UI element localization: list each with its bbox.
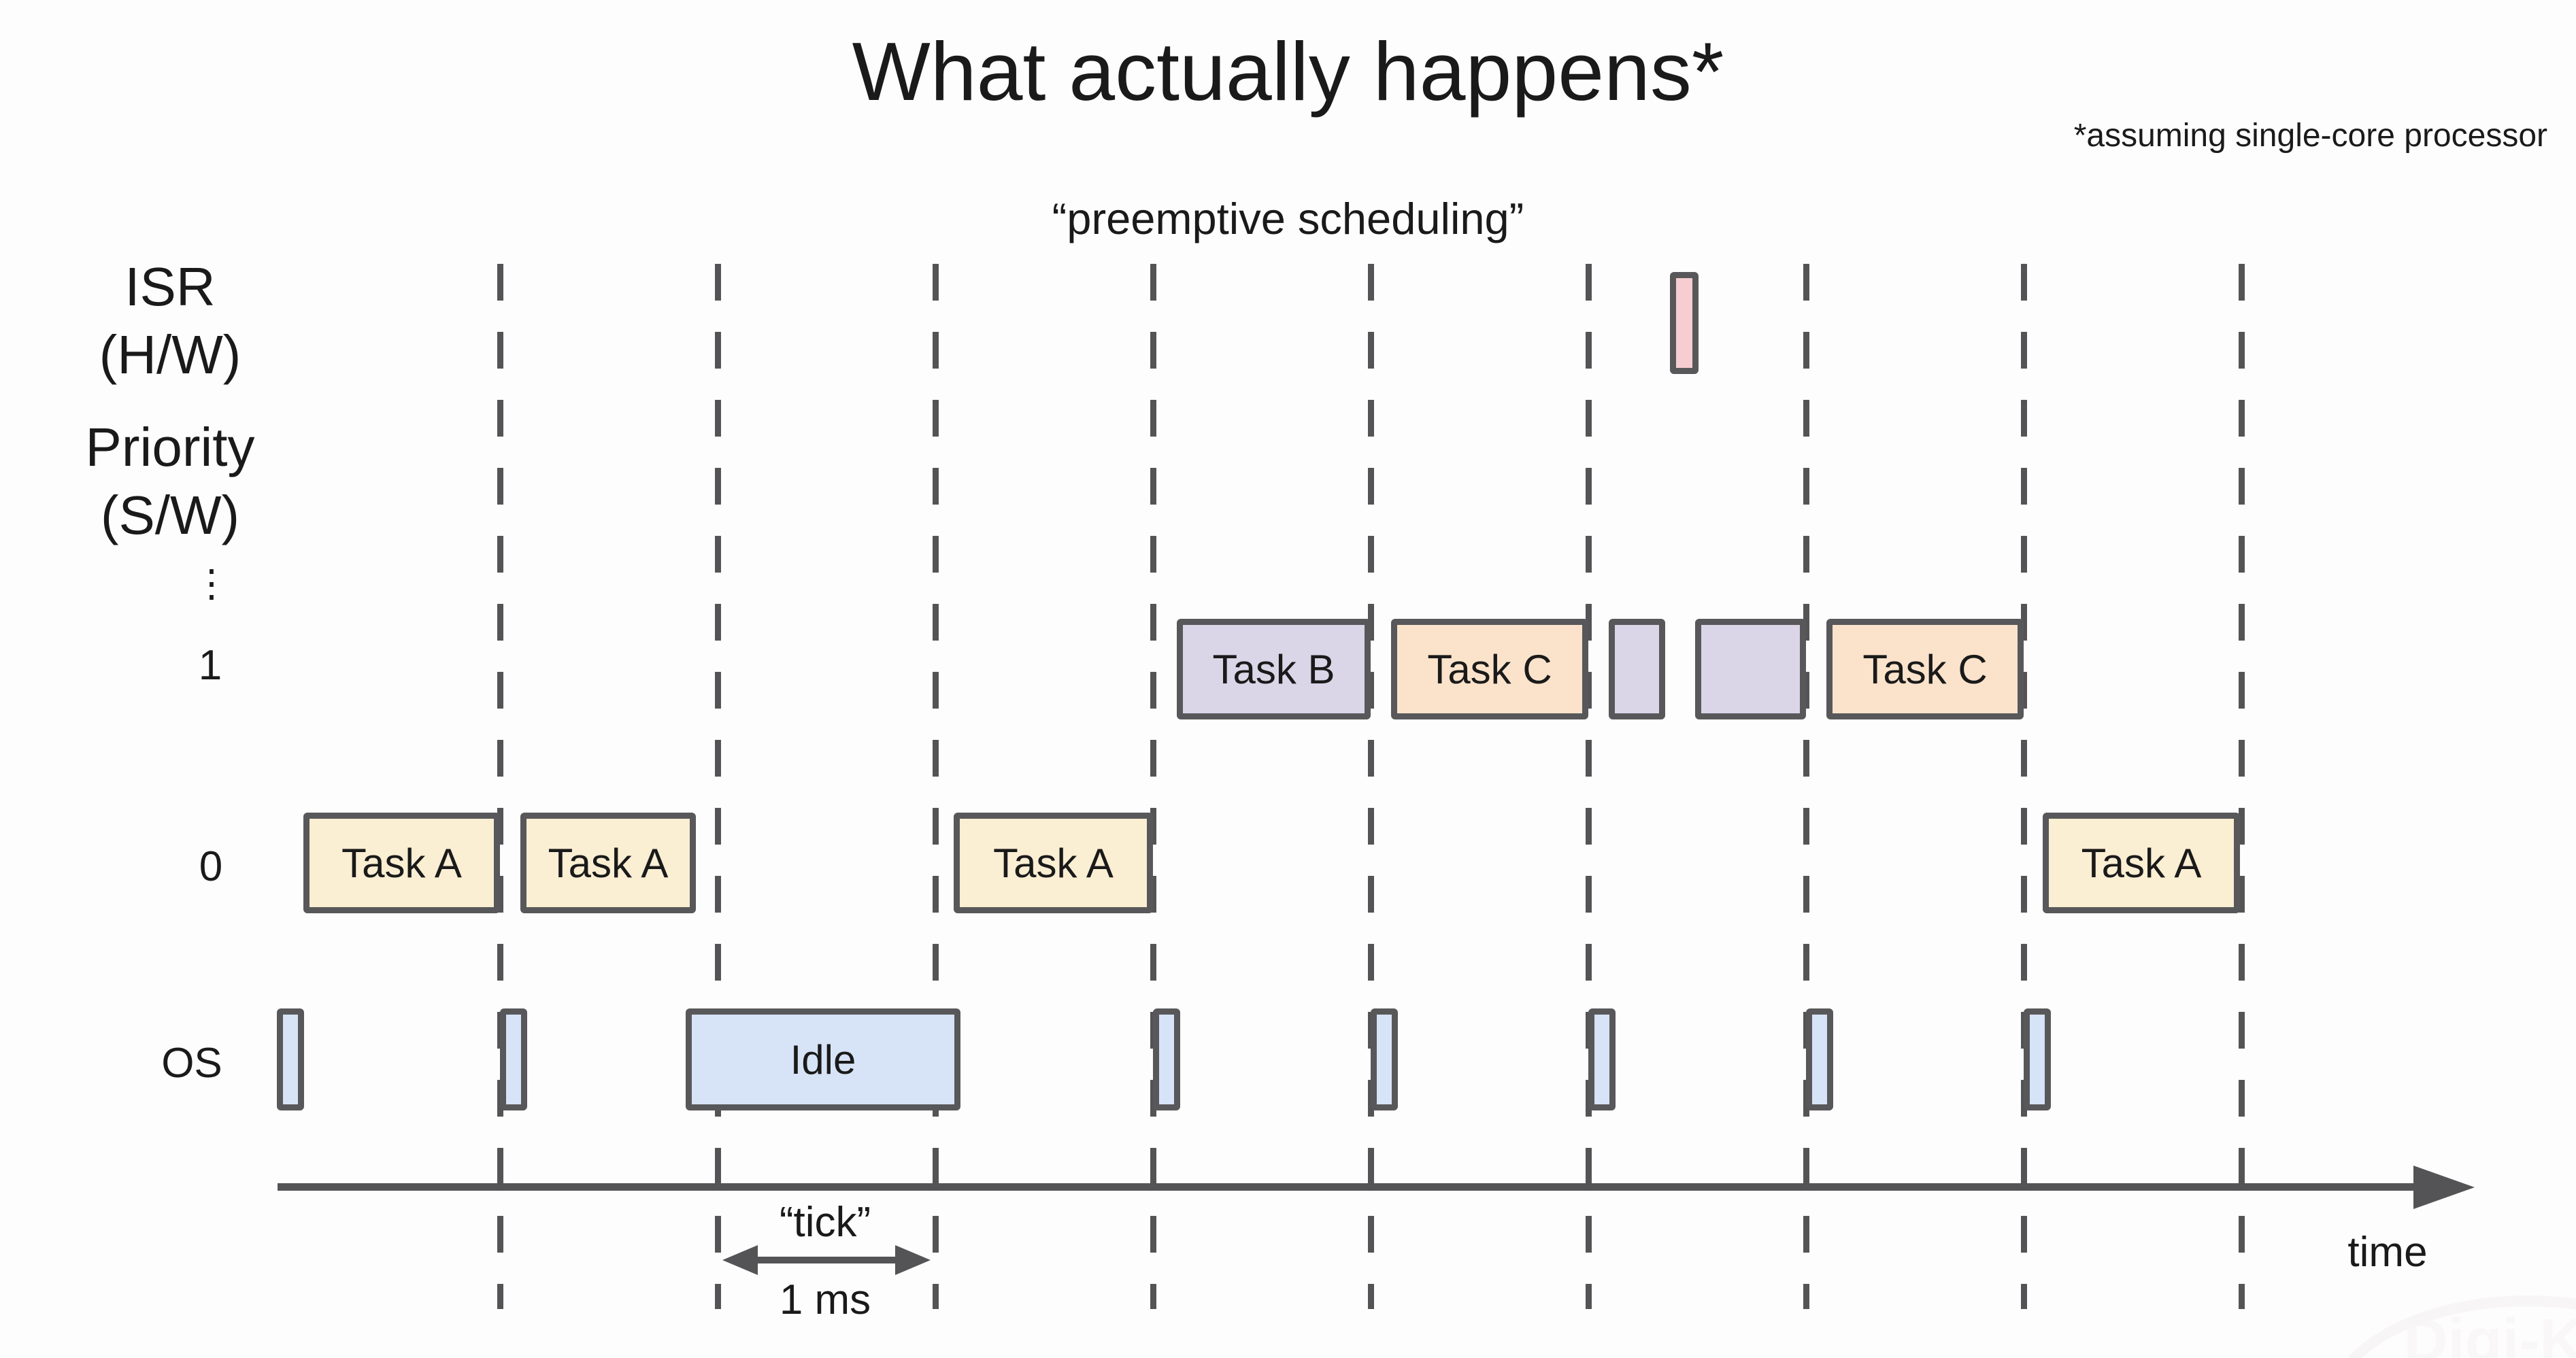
row-label-isr: ISR (H/W)	[54, 253, 286, 389]
tick-gridline	[1367, 264, 1374, 1309]
row-isr	[0, 272, 2576, 374]
row-label-priority-0: 0	[199, 843, 223, 890]
time-axis-line	[278, 1183, 2422, 1191]
block-label: Task A	[548, 840, 669, 886]
task-a-block: Task A	[520, 813, 696, 913]
task-a-block: Task A	[954, 813, 1153, 913]
isr-block	[1670, 272, 1699, 374]
tick-duration-label: 1 ms	[779, 1276, 871, 1323]
tick-gridline	[1150, 264, 1156, 1309]
tick-span-arrowhead-right-icon	[895, 1245, 931, 1275]
p1-block	[1609, 619, 1665, 719]
task-c-block: Task C	[1391, 619, 1588, 719]
block-label: Idle	[790, 1036, 856, 1083]
slide-footnote: *assuming single-core processor	[2073, 118, 2547, 154]
block-label: Task A	[341, 840, 462, 886]
row-label-isr-line1: ISR	[124, 256, 216, 317]
p1-block	[1695, 619, 1806, 719]
watermark-text: Digi-Key	[2403, 1307, 2576, 1358]
tick-gridline	[2238, 264, 2245, 1309]
slide-title: What actually happens*	[852, 25, 1724, 118]
block-label: Task A	[2081, 840, 2202, 886]
tick-gridline	[714, 264, 721, 1309]
block-label: Task B	[1212, 646, 1335, 692]
priority-ellipsis: ⋮	[193, 562, 231, 605]
row-priority-1: Task B Task C Task C	[0, 619, 2576, 719]
row-label-priority-1: 1	[198, 642, 222, 689]
tick-span-arrow	[748, 1257, 905, 1263]
idle-block: Idle	[686, 1008, 960, 1110]
row-label-os: OS	[161, 1040, 222, 1087]
task-a-block: Task A	[2043, 813, 2240, 913]
tick-gridline	[2020, 264, 2027, 1309]
os-block	[2024, 1008, 2051, 1110]
os-block	[1588, 1008, 1616, 1110]
os-block	[500, 1008, 527, 1110]
row-label-priority-line2: (S/W)	[100, 485, 240, 545]
watermark: Digi-Key	[2326, 1295, 2576, 1358]
row-label-priority: Priority (S/W)	[41, 413, 299, 549]
tick-span-arrowhead-left-icon	[722, 1245, 758, 1275]
time-axis-arrowhead-icon	[2413, 1166, 2475, 1209]
tick-gridline	[497, 264, 503, 1309]
os-block	[1371, 1008, 1398, 1110]
tick-gridline	[932, 264, 939, 1309]
task-c-block: Task C	[1826, 619, 2024, 719]
block-label: Task A	[993, 840, 1114, 886]
row-priority-0: Task A Task A Task A Task A	[0, 813, 2576, 913]
os-block	[277, 1008, 304, 1110]
task-b-block: Task B	[1177, 619, 1371, 719]
slide-subtitle: “preemptive scheduling”	[1052, 194, 1524, 243]
row-label-isr-line2: (H/W)	[99, 324, 241, 385]
tick-annotation-label: “tick”	[779, 1199, 871, 1246]
block-label: Task C	[1862, 646, 1988, 692]
row-label-priority-line1: Priority	[85, 417, 255, 477]
tick-gridline	[1585, 264, 1592, 1309]
task-a-block: Task A	[303, 813, 500, 913]
os-block	[1806, 1008, 1833, 1110]
row-os: Idle	[0, 1008, 2576, 1110]
time-axis-label: time	[2347, 1229, 2428, 1276]
block-label: Task C	[1427, 646, 1552, 692]
tick-gridline	[1803, 264, 1809, 1309]
os-block	[1153, 1008, 1180, 1110]
